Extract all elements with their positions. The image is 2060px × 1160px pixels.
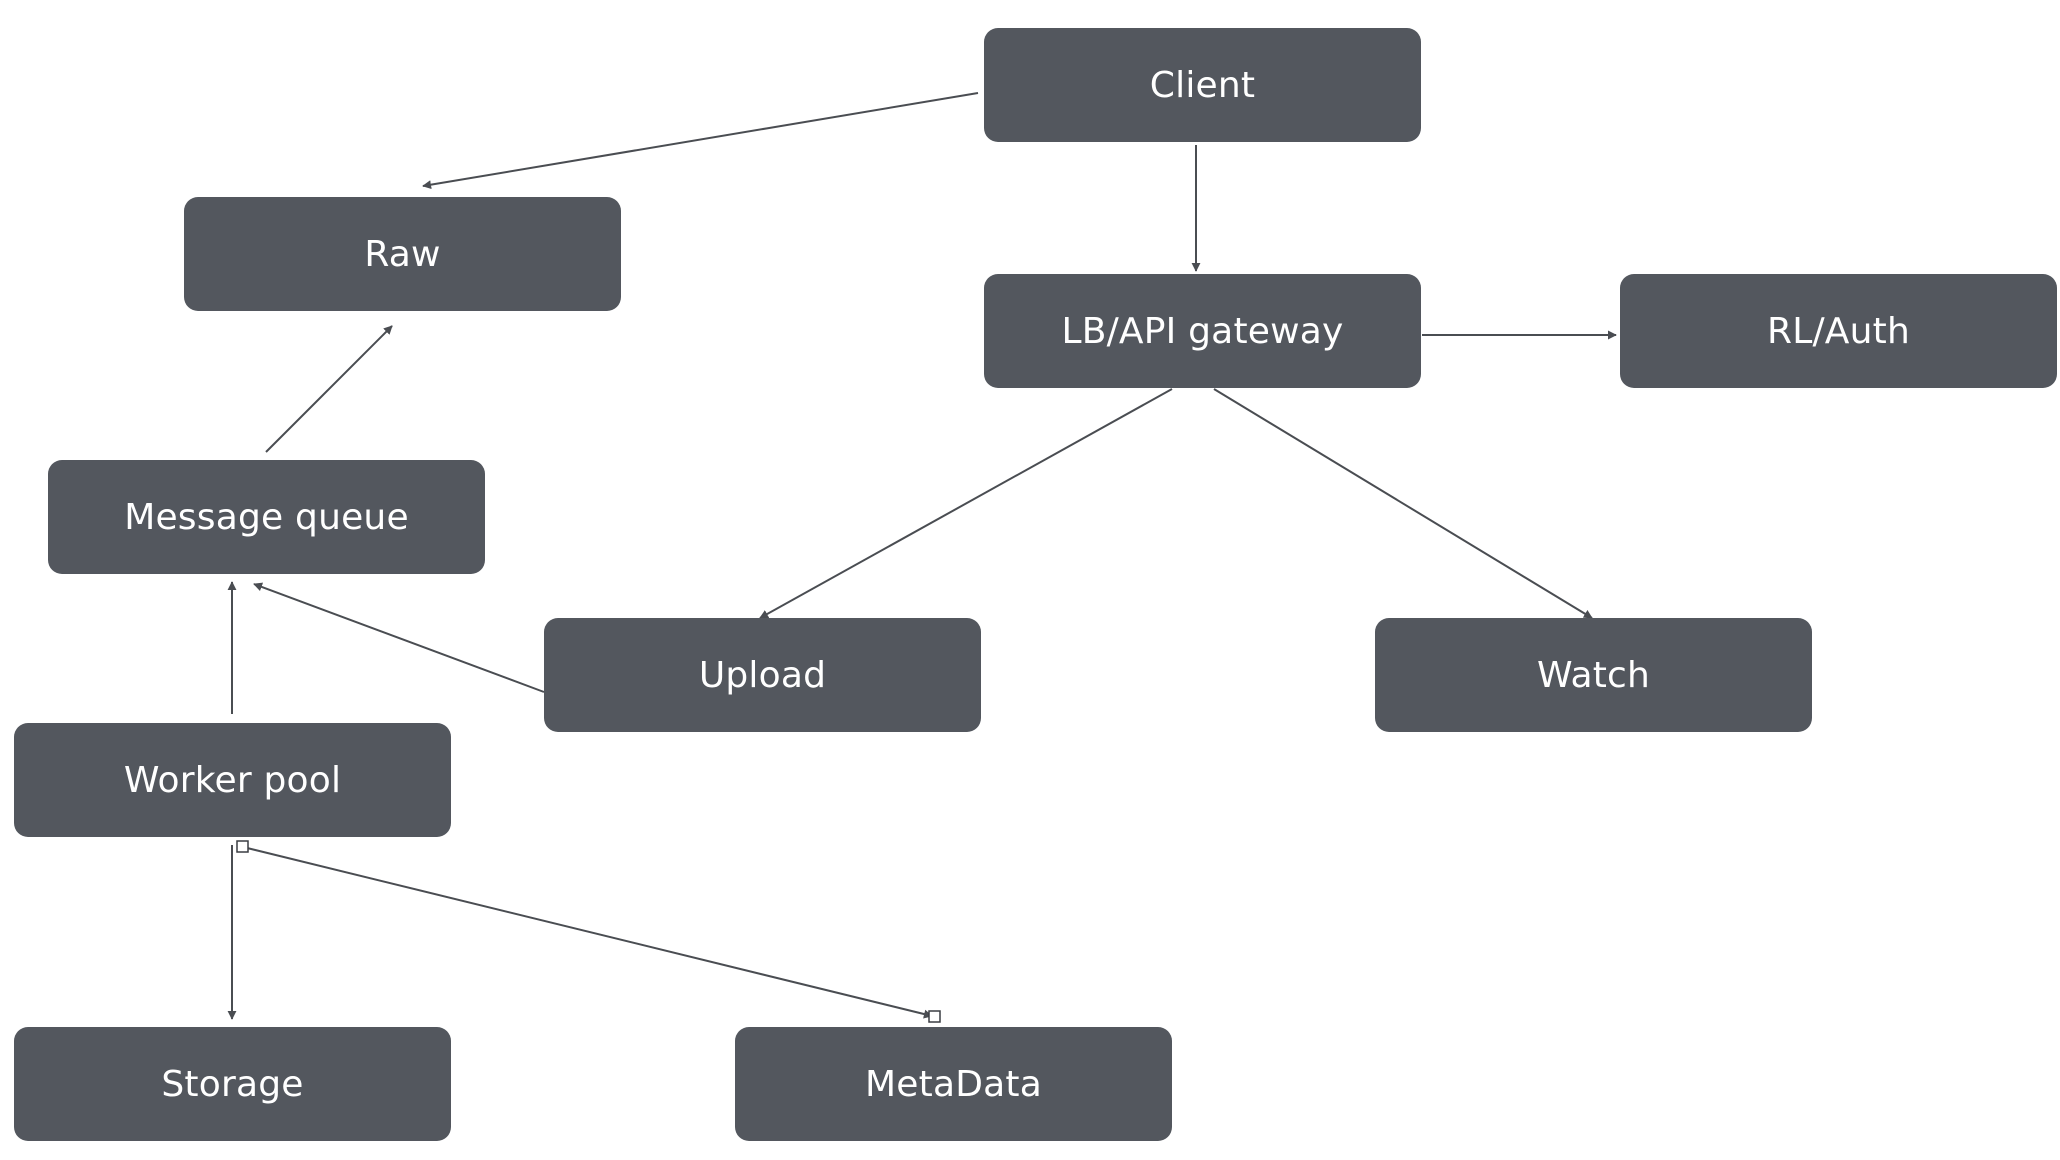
node-metadata[interactable]: MetaData (735, 1027, 1172, 1141)
node-label: Watch (1536, 654, 1651, 696)
node-label: Raw (364, 233, 441, 275)
node-message-queue[interactable]: Message queue (48, 460, 485, 574)
node-label: Client (1149, 64, 1256, 106)
edge-mq-to-raw[interactable] (265, 325, 393, 453)
edge-gateway-to-watch[interactable] (1213, 388, 1593, 619)
edge-gateway-to-upload[interactable] (759, 388, 1173, 619)
node-label: Worker pool (123, 759, 342, 801)
edge-worker-to-metadata[interactable] (242, 846, 933, 1019)
node-label: Message queue (124, 496, 409, 538)
edge-client-to-raw[interactable] (422, 92, 979, 190)
node-upload[interactable]: Upload (544, 618, 981, 732)
node-gateway[interactable]: LB/API gateway (984, 274, 1421, 388)
node-label: LB/API gateway (1061, 310, 1344, 352)
node-client[interactable]: Client (984, 28, 1421, 142)
node-label: Upload (698, 654, 827, 696)
node-raw[interactable]: Raw (184, 197, 621, 311)
connector-handle-start[interactable] (236, 840, 249, 853)
node-label: Storage (161, 1063, 304, 1105)
node-label: MetaData (865, 1063, 1042, 1105)
node-watch[interactable]: Watch (1375, 618, 1812, 732)
node-worker-pool[interactable]: Worker pool (14, 723, 451, 837)
node-rl-auth[interactable]: RL/Auth (1620, 274, 2057, 388)
connector-handle-end[interactable] (928, 1010, 941, 1023)
node-storage[interactable]: Storage (14, 1027, 451, 1141)
edge-upload-to-mq[interactable] (253, 582, 545, 693)
node-label: RL/Auth (1767, 310, 1910, 352)
